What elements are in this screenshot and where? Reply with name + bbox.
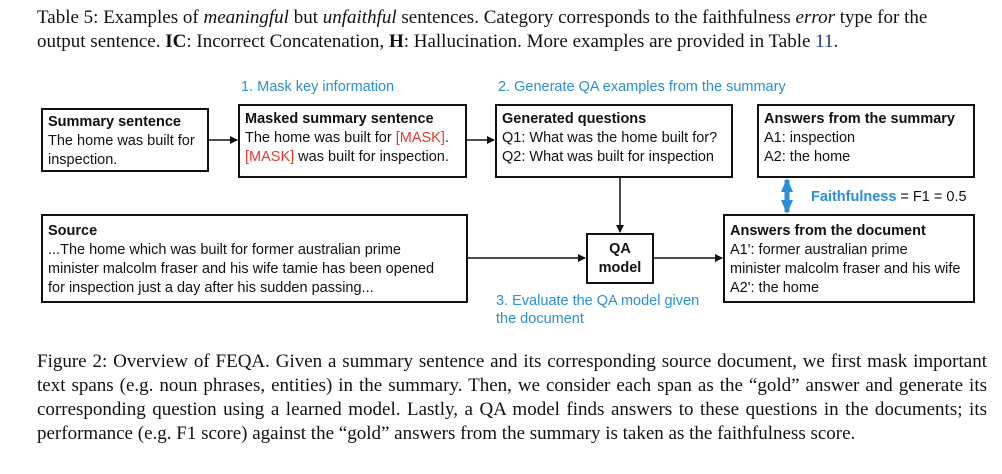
- generated-questions-box: Generated questions Q1: What was the hom…: [495, 104, 733, 178]
- step-3-label: 3. Evaluate the QA model given the docum…: [496, 292, 699, 328]
- answer-item: A2: the home: [764, 149, 851, 165]
- box-title: Masked summary sentence: [245, 111, 434, 127]
- qa-model-label: QA: [609, 241, 631, 257]
- qa-model-box: QA model: [586, 233, 654, 284]
- step-1-label: 1. Mask key information: [241, 79, 395, 95]
- source-box: Source ...The home which was built for f…: [41, 214, 468, 303]
- box-text: The home was built for: [245, 130, 396, 146]
- caption-emph: meaningful: [203, 7, 289, 28]
- summary-sentence-box: Summary sentence The home was built for …: [41, 108, 209, 172]
- box-title: Summary sentence: [48, 114, 181, 130]
- caption-text: : Hallucination. More examples are provi…: [403, 31, 816, 52]
- masked-summary-box: Masked summary sentence The home was bui…: [238, 104, 467, 178]
- caption-text: .: [833, 31, 839, 52]
- caption-text: sentences. Category corresponds to the f…: [396, 7, 796, 28]
- faithfulness-word: Faithfulness: [811, 189, 897, 205]
- table-reference-link[interactable]: 11: [815, 31, 834, 52]
- caption-text: Table 5: Examples of: [37, 7, 204, 28]
- box-title: Answers from the document: [730, 223, 926, 239]
- question-item: Q1: What was the home built for?: [502, 130, 718, 146]
- step-3-line: 3. Evaluate the QA model given: [496, 293, 700, 309]
- answer-item: A2': the home: [730, 280, 820, 296]
- box-text: inspection.: [48, 152, 118, 168]
- step-3-line: the document: [496, 311, 584, 327]
- source-text: ...The home which was built for former a…: [48, 242, 401, 258]
- answer-item: A1': former australian prime: [730, 242, 908, 258]
- box-text: was built for inspection.: [294, 149, 449, 165]
- answer-item: A1: inspection: [764, 130, 856, 146]
- caption-bold: H: [388, 31, 404, 52]
- caption-emph: unfaithful: [322, 7, 397, 28]
- box-title: Generated questions: [502, 111, 647, 127]
- caption-bold: IC: [165, 31, 187, 52]
- source-text: for inspection just a day after his sudd…: [48, 280, 374, 296]
- qa-model-label: model: [598, 260, 642, 276]
- caption-emph: error: [795, 7, 835, 28]
- step-2-label: 2. Generate QA examples from the summary: [498, 79, 786, 95]
- box-text: The home was built for: [48, 133, 195, 149]
- box-title: Source: [48, 223, 98, 239]
- caption-text: type for the output sentence.: [37, 7, 928, 52]
- answer-item: minister malcolm fraser and his wife: [730, 261, 961, 277]
- table-caption: Table 5: Examples of meaningful but unfa…: [37, 6, 977, 54]
- box-text: .: [444, 130, 449, 146]
- source-text: minister malcolm fraser and his wife tam…: [48, 261, 435, 277]
- answers-summary-box: Answers from the summary A1: inspection …: [757, 104, 975, 178]
- box-title: Answers from the summary: [764, 111, 955, 127]
- caption-text: : Incorrect Concatenation,: [186, 31, 389, 52]
- faithfulness-score: Faithfulness = F1 = 0.5: [811, 189, 967, 205]
- faithfulness-formula: = F1 = 0.5: [896, 189, 967, 205]
- caption-text: but: [288, 7, 323, 28]
- mask-token: [MASK]: [245, 149, 295, 165]
- answers-document-box: Answers from the document A1': former au…: [723, 214, 975, 303]
- mask-token: [MASK]: [395, 130, 445, 146]
- question-item: Q2: What was built for inspection: [502, 149, 714, 165]
- figure-caption: Figure 2: Overview of FEQA. Given a summ…: [37, 351, 987, 444]
